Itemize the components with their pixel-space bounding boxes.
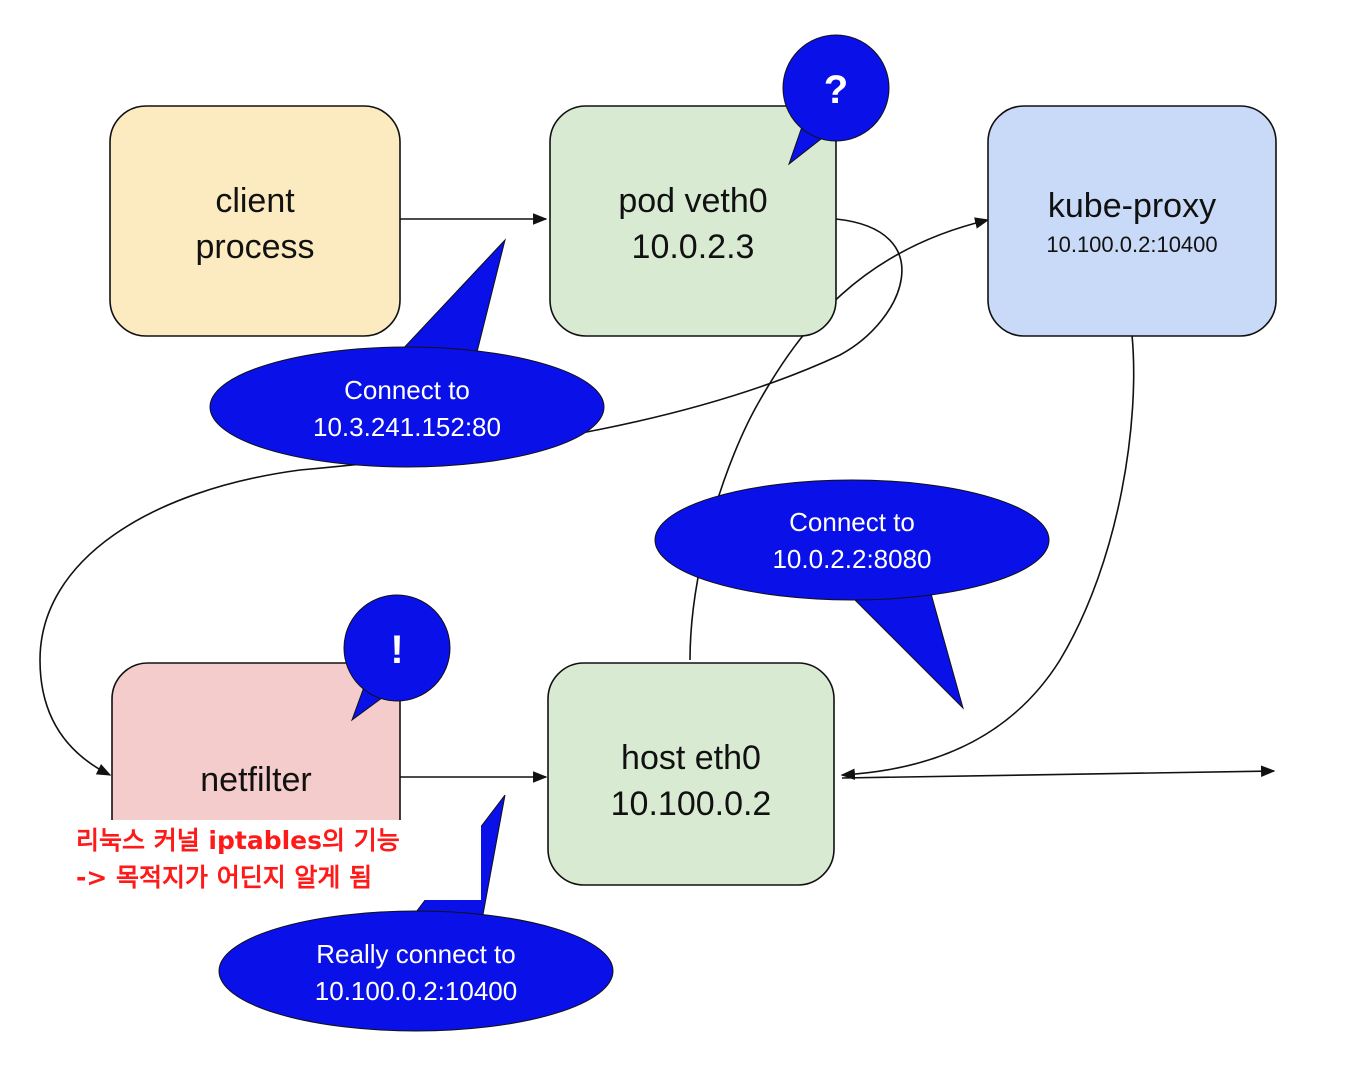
bubble-connect-pod-line1: Connect to (789, 507, 915, 537)
bubble-connect-service-line1: Connect to (344, 375, 470, 405)
kube-proxy-box (987, 105, 1277, 337)
pod-box (549, 105, 837, 337)
node-client-process: client process (109, 105, 401, 337)
host-label-line1: host eth0 (621, 739, 761, 777)
bubble-really-connect-line2: 10.100.0.2:10400 (315, 976, 517, 1006)
host-label-line2: 10.100.0.2 (611, 785, 772, 823)
netfilter-label: netfilter (200, 761, 312, 799)
bubble-connect-pod-tail (843, 589, 964, 710)
client-label-line2: process (195, 228, 314, 266)
bubble-connect-service-ellipse (209, 346, 605, 468)
edge-kube-proxy-to-host (840, 334, 1135, 781)
bubble-connect-pod-line2: 10.0.2.2:8080 (772, 544, 931, 574)
bubble-connect-service-line2: 10.3.241.152:80 (313, 412, 501, 442)
client-box (109, 105, 401, 337)
bubble-question-circle (782, 34, 890, 142)
node-kube-proxy: kube-proxy 10.100.0.2:10400 (987, 105, 1277, 337)
host-box (547, 662, 835, 886)
bubble-exclaim: ! (343, 594, 451, 722)
bubble-really-connect-ellipse (218, 910, 614, 1032)
bubble-exclaim-circle (343, 594, 451, 702)
client-label-line1: client (215, 182, 295, 220)
bubble-connect-pod-ellipse (654, 479, 1050, 601)
kube-proxy-label-line1: kube-proxy (1048, 187, 1216, 225)
kube-proxy-label-line2: 10.100.0.2:10400 (1046, 232, 1217, 257)
annotation-line2: -> 목적지가 어딘지 알게 됨 (76, 863, 373, 892)
exclaim-icon: ! (390, 628, 403, 672)
pod-label-line1: pod veth0 (618, 182, 767, 220)
edge-host-outbound (841, 765, 1276, 779)
iptables-annotation: 리눅스 커널 iptables의 기능 -> 목적지가 어딘지 알게 됨 (76, 820, 481, 900)
node-host-eth0: host eth0 10.100.0.2 (547, 662, 835, 886)
node-pod-veth0: pod veth0 10.0.2.3 (549, 105, 837, 337)
bubble-connect-service: Connect to 10.3.241.152:80 (209, 238, 605, 468)
bubble-connect-pod: Connect to 10.0.2.2:8080 (654, 479, 1050, 710)
question-icon: ? (824, 68, 848, 112)
pod-label-line2: 10.0.2.3 (632, 228, 755, 266)
bubble-question: ? (782, 34, 890, 166)
annotation-line1: 리눅스 커널 iptables의 기능 (76, 826, 400, 855)
bubble-really-connect-line1: Really connect to (316, 939, 515, 969)
bubble-connect-service-tail (398, 238, 506, 361)
